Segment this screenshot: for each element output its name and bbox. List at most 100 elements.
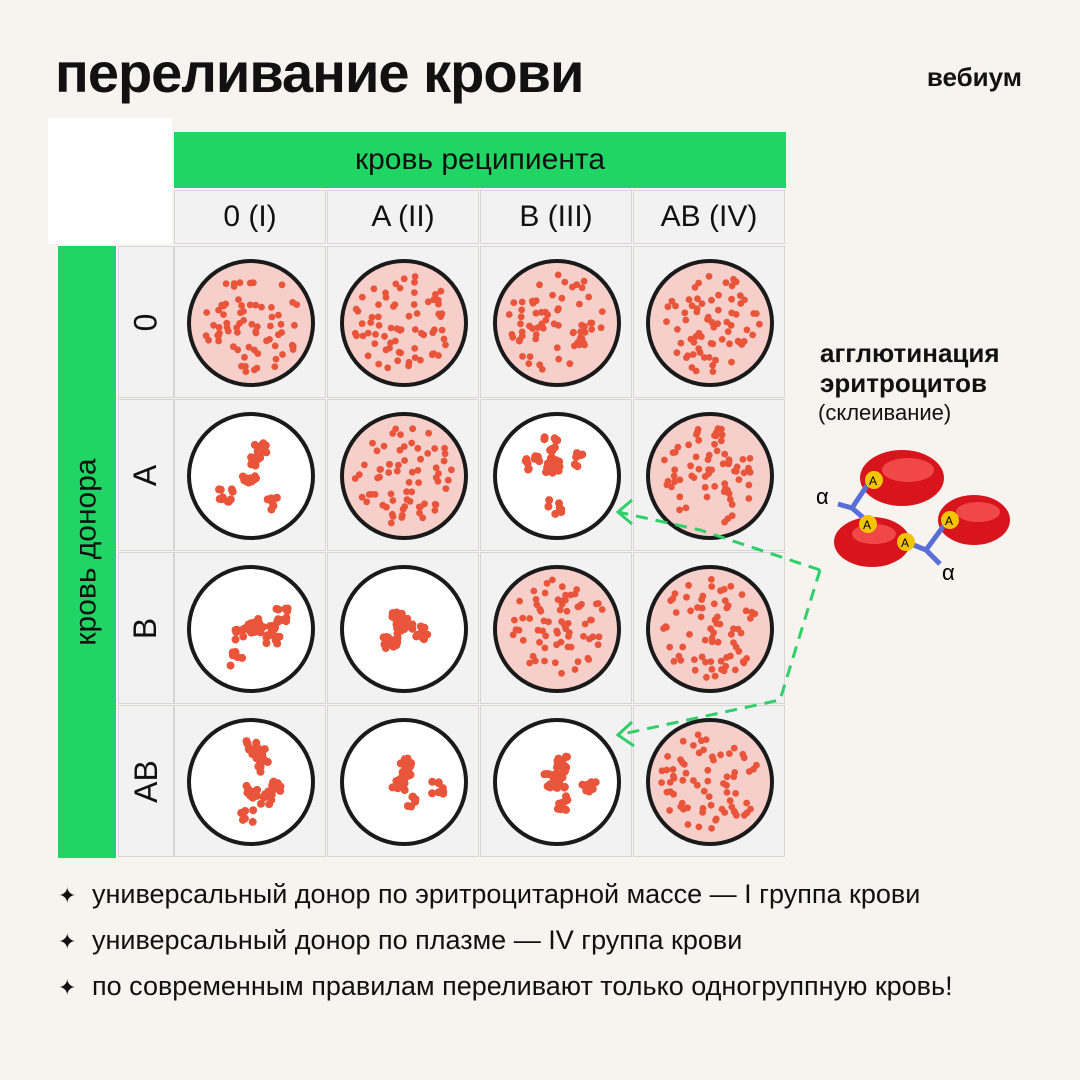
blood-cell-dot bbox=[688, 364, 696, 371]
blood-cell-dot bbox=[558, 601, 566, 608]
agglutinated-cell-dot bbox=[573, 462, 582, 471]
blood-cell-dot bbox=[598, 308, 606, 315]
recipient-label: кровь реципиента bbox=[354, 143, 606, 176]
blood-cell-dot bbox=[587, 319, 594, 327]
blood-cell-dot bbox=[220, 311, 227, 318]
blood-cell-dot bbox=[668, 297, 676, 305]
blood-cell-dot bbox=[740, 338, 748, 345]
agglutinated-cell-dot bbox=[238, 472, 247, 481]
blood-cell-dot bbox=[242, 368, 250, 375]
agglutinated-cell-dot bbox=[253, 451, 262, 459]
blood-cell-dot bbox=[268, 313, 276, 321]
blood-cell-dot bbox=[695, 465, 703, 473]
blood-cell-dot bbox=[687, 462, 694, 470]
agglutinated-cell-dot bbox=[249, 627, 257, 636]
blood-cell-dot bbox=[715, 291, 722, 299]
blood-cell-dot bbox=[677, 339, 685, 347]
blood-cell-dot bbox=[223, 324, 231, 331]
blood-cell-dot bbox=[431, 326, 438, 334]
agglutinated-cell-dot bbox=[226, 661, 235, 670]
blood-cell-dot bbox=[578, 284, 586, 292]
blood-cell-dot bbox=[541, 589, 549, 597]
blood-cell-dot bbox=[589, 633, 597, 641]
blood-cell-dot bbox=[532, 309, 540, 317]
blood-cell-dot bbox=[684, 804, 691, 812]
blood-cell-dot bbox=[721, 450, 729, 458]
agglutinated-cell-dot bbox=[405, 762, 414, 771]
donor-group-ab: AB bbox=[118, 705, 174, 857]
blood-cell-dot bbox=[555, 355, 563, 363]
blood-cell-dot bbox=[708, 665, 716, 673]
blood-cell-dot bbox=[529, 652, 537, 660]
blood-cell-dot bbox=[519, 636, 527, 644]
blood-cell-dot bbox=[746, 468, 754, 476]
blood-cell-dot bbox=[441, 444, 448, 452]
blood-cell-dot bbox=[580, 633, 587, 640]
blood-cell-dot bbox=[711, 483, 719, 490]
agglutinated-cell-dot bbox=[562, 792, 570, 801]
blood-cell-dot bbox=[549, 291, 556, 299]
table-corner bbox=[48, 118, 172, 244]
agglutinated-cell-dot bbox=[247, 453, 256, 462]
blood-cell-dot bbox=[745, 495, 753, 502]
blood-cell-dot bbox=[555, 322, 562, 329]
blood-cell-dot bbox=[557, 638, 565, 646]
blood-cell-dot bbox=[687, 607, 694, 615]
dashed-arrow-upper bbox=[617, 510, 821, 572]
blood-cell-dot bbox=[408, 468, 416, 476]
blood-cell-dot bbox=[692, 333, 700, 340]
note-text: по современным правилам переливают тольк… bbox=[92, 971, 953, 1001]
agglutinated-cell-dot bbox=[250, 440, 259, 449]
blood-cell-dot bbox=[278, 281, 286, 289]
blood-cell-dot bbox=[509, 631, 517, 639]
agglutinated-cell-dot bbox=[231, 635, 240, 644]
blood-cell-dot bbox=[693, 431, 700, 438]
blood-cell-dot bbox=[705, 466, 712, 474]
agglutinated-cell-dot bbox=[217, 495, 226, 504]
blood-cell-dot bbox=[727, 630, 735, 638]
blood-cell-dot bbox=[351, 475, 359, 482]
blood-cell-dot bbox=[740, 659, 748, 667]
blood-cell-dot bbox=[732, 790, 739, 797]
blood-cell-dot bbox=[536, 281, 543, 289]
blood-cell-dot bbox=[685, 441, 692, 449]
blood-cell-dot bbox=[564, 643, 572, 651]
blood-cell-dot bbox=[721, 809, 729, 816]
blood-cell-dot bbox=[517, 320, 524, 328]
blood-cell-dot bbox=[510, 299, 518, 306]
agglutinated-cell-dot bbox=[546, 780, 555, 789]
blood-cell-dot bbox=[389, 497, 397, 504]
blood-cell-dot bbox=[710, 756, 717, 764]
blood-cell-dot bbox=[698, 596, 705, 603]
dish-cell bbox=[633, 705, 785, 857]
blood-cell-dot bbox=[248, 320, 256, 328]
agglutinated-cell-dot bbox=[245, 745, 253, 754]
agglutinated-cell-dot bbox=[239, 632, 248, 641]
agglutinated-cell-dot bbox=[251, 472, 259, 481]
blood-cell-dot bbox=[714, 638, 722, 646]
blood-cell-dot bbox=[676, 493, 684, 501]
blood-cell-dot bbox=[541, 657, 548, 665]
blood-cell-dot bbox=[374, 313, 382, 321]
blood-cell-dot bbox=[268, 304, 275, 311]
agglutinated-cell-dot bbox=[269, 781, 278, 790]
blood-cell-dot bbox=[275, 331, 282, 339]
blood-cell-dot bbox=[401, 457, 408, 464]
blood-cell-dot bbox=[728, 358, 735, 366]
agglutinated-cell-dot bbox=[272, 604, 281, 613]
blood-cell-dot bbox=[518, 298, 526, 306]
agglutinated-cell-dot bbox=[583, 785, 592, 793]
recipient-group-b: B (III) bbox=[480, 190, 632, 244]
blood-cell-dot bbox=[695, 436, 703, 444]
blood-cell-dot bbox=[670, 472, 678, 480]
blood-cell-dot bbox=[717, 437, 725, 445]
dish-cell bbox=[633, 246, 785, 398]
blood-cell-dot bbox=[713, 447, 721, 455]
blood-cell-dot bbox=[703, 493, 711, 501]
blood-cell-dot bbox=[669, 595, 677, 603]
blood-cell-dot bbox=[677, 803, 685, 810]
blood-cell-dot bbox=[735, 647, 743, 655]
blood-cell-dot bbox=[722, 279, 730, 287]
blood-cell-dot bbox=[222, 280, 230, 287]
blood-cell-dot bbox=[675, 652, 683, 660]
